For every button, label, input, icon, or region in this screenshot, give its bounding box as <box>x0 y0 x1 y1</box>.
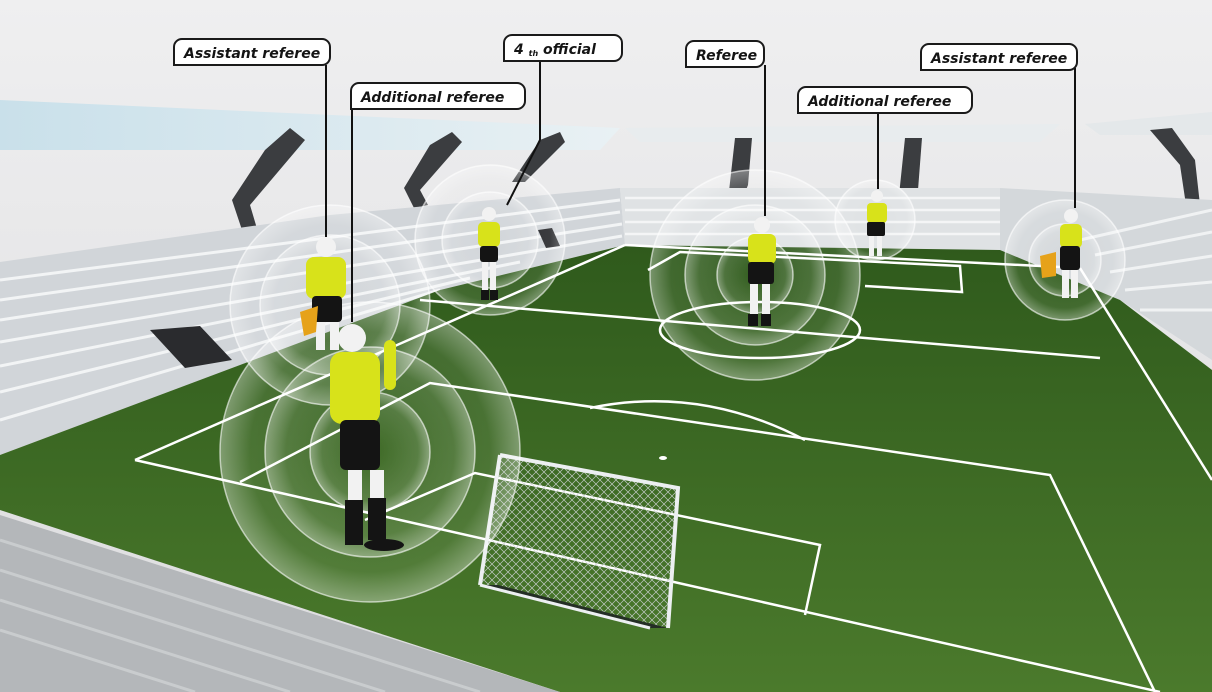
label-fourth-official: 4 th official <box>503 34 623 62</box>
label-assistant-referee-right: Assistant referee <box>920 43 1078 71</box>
penalty-spot <box>659 456 667 460</box>
fourth-text: official <box>543 42 596 58</box>
fourth-number: 4 <box>514 42 524 58</box>
label-additional-referee-left: Additional referee <box>350 82 526 110</box>
label-assistant-referee-left: Assistant referee <box>173 38 331 66</box>
label-referee: Referee <box>685 40 765 68</box>
fourth-suffix: th <box>529 49 539 58</box>
label-additional-referee-right: Additional referee <box>797 86 973 114</box>
